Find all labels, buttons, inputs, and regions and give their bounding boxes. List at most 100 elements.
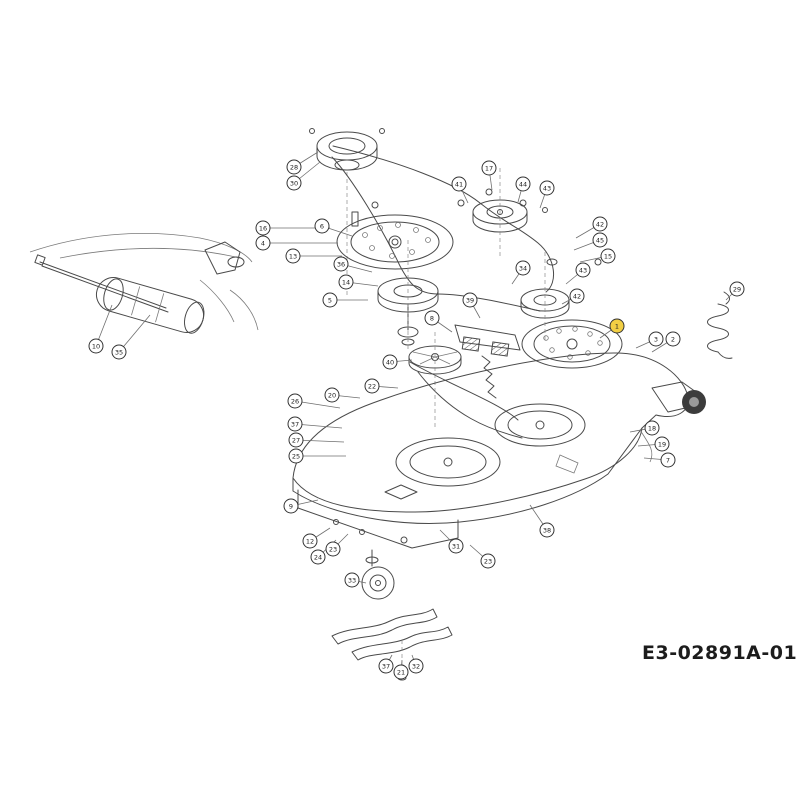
svg-text:23: 23 — [484, 557, 492, 565]
svg-text:34: 34 — [519, 264, 527, 272]
svg-text:16: 16 — [259, 224, 267, 232]
callout-45: 45 — [573, 232, 608, 251]
svg-text:40: 40 — [386, 358, 394, 366]
hardware-top — [351, 188, 602, 266]
callout-7: 7 — [643, 452, 676, 468]
svg-text:15: 15 — [604, 252, 612, 260]
svg-text:42: 42 — [596, 220, 604, 228]
callout-38: 38 — [529, 504, 555, 538]
callout-30: 30 — [286, 161, 321, 191]
callout-23: 23 — [325, 533, 349, 557]
callout-25: 25 — [288, 448, 346, 464]
svg-text:25: 25 — [292, 452, 300, 460]
svg-text:30: 30 — [290, 179, 298, 187]
callout-9: 9 — [283, 498, 319, 514]
svg-text:21: 21 — [397, 668, 405, 676]
callout-42: 42 — [561, 288, 585, 305]
svg-text:44: 44 — [519, 180, 527, 188]
callout-13: 13 — [285, 248, 342, 264]
callout-39: 39 — [462, 292, 481, 319]
inset-roller-assembly — [29, 233, 259, 334]
callout-35: 35 — [111, 314, 151, 360]
callout-15: 15 — [579, 248, 616, 264]
callout-22: 22 — [364, 378, 399, 394]
callout-3: 3 — [635, 331, 664, 349]
svg-text:24: 24 — [314, 553, 322, 561]
callout-37: 37 — [287, 416, 343, 432]
callout-37: 37 — [378, 654, 394, 674]
deck-body — [292, 352, 706, 549]
callout-26: 26 — [287, 393, 341, 409]
svg-text:3: 3 — [654, 335, 658, 343]
svg-text:17: 17 — [485, 164, 493, 172]
svg-text:27: 27 — [292, 436, 300, 444]
svg-text:23: 23 — [329, 545, 337, 553]
svg-text:19: 19 — [658, 440, 666, 448]
svg-text:29: 29 — [733, 285, 741, 293]
svg-text:10: 10 — [92, 342, 100, 350]
idler-bracket — [454, 324, 521, 399]
callout-33: 33 — [344, 572, 367, 588]
callout-18: 18 — [629, 420, 660, 436]
svg-text:9: 9 — [289, 502, 293, 510]
svg-text:39: 39 — [466, 296, 474, 304]
svg-text:8: 8 — [430, 314, 434, 322]
svg-text:43: 43 — [543, 184, 551, 192]
callout-10: 10 — [88, 304, 113, 354]
callout-12: 12 — [302, 527, 331, 549]
callout-43: 43 — [539, 180, 555, 209]
callout-32: 32 — [408, 654, 424, 674]
callout-43: 43 — [565, 262, 591, 285]
svg-text:28: 28 — [290, 163, 298, 171]
svg-text:32: 32 — [412, 662, 420, 670]
svg-text:14: 14 — [342, 278, 350, 286]
callout-29: 29 — [725, 281, 745, 301]
diagram-code: E3-02891A-01 — [642, 642, 798, 664]
callout-31: 31 — [439, 529, 464, 554]
callout-5: 5 — [322, 292, 368, 308]
svg-text:38: 38 — [543, 526, 551, 534]
callout-42: 42 — [575, 216, 608, 239]
callout-19: 19 — [637, 436, 670, 452]
svg-text:12: 12 — [306, 537, 314, 545]
spindle-cover-lower — [521, 319, 623, 369]
svg-text:5: 5 — [328, 296, 332, 304]
callout-41: 41 — [451, 176, 469, 204]
callout-8: 8 — [424, 310, 453, 333]
callout-21: 21 — [393, 659, 409, 680]
svg-text:31: 31 — [452, 542, 460, 550]
svg-text:35: 35 — [115, 348, 123, 356]
svg-text:22: 22 — [368, 382, 376, 390]
callout-40: 40 — [382, 354, 413, 370]
svg-text:26: 26 — [291, 397, 299, 405]
svg-text:37: 37 — [291, 420, 299, 428]
callout-17: 17 — [481, 160, 497, 191]
extension-spring — [707, 291, 733, 359]
callout-27: 27 — [288, 432, 345, 448]
clutch-assembly — [309, 128, 385, 296]
svg-text:42: 42 — [573, 292, 581, 300]
svg-text:2: 2 — [671, 335, 675, 343]
callout-36: 36 — [333, 256, 373, 273]
callout-44: 44 — [515, 176, 531, 203]
svg-text:20: 20 — [328, 391, 336, 399]
drive-belt — [331, 145, 554, 439]
svg-text:4: 4 — [261, 239, 265, 247]
callout-28: 28 — [286, 151, 319, 175]
callout-1: 1 — [599, 318, 625, 339]
svg-text:6: 6 — [320, 222, 324, 230]
callout-34: 34 — [511, 260, 531, 285]
svg-text:43: 43 — [579, 266, 587, 274]
svg-text:1: 1 — [615, 322, 619, 330]
flat-idler-pulley — [408, 332, 462, 428]
callout-23: 23 — [469, 544, 496, 569]
callout-14: 14 — [338, 274, 379, 290]
callout-20: 20 — [324, 387, 361, 403]
blades — [331, 608, 453, 682]
spindle-cover-upper — [336, 214, 454, 270]
svg-text:33: 33 — [348, 576, 356, 584]
svg-text:36: 36 — [337, 260, 345, 268]
